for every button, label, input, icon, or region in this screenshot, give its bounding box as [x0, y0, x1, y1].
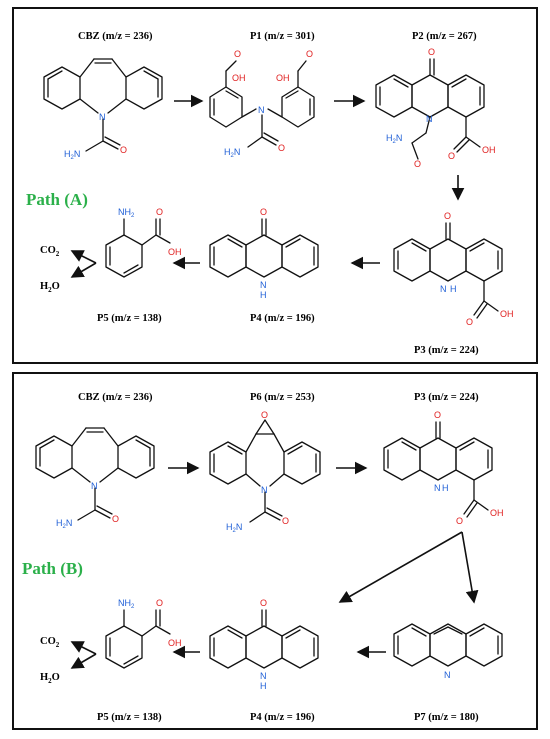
- path-a-panel: CBZ (m/z = 236) P1 (m/z = 301) P2 (m/z =…: [12, 7, 538, 364]
- arrow-p3-to-p7: [461, 531, 479, 604]
- p6-o-atom: O: [282, 516, 289, 526]
- p4-o-atom: O: [260, 207, 267, 217]
- p5-nh2-atom: NH2: [118, 207, 135, 219]
- p1-label: P1 (m/z = 301): [250, 31, 315, 42]
- cbz-b-n-atom: N: [91, 481, 98, 491]
- p2-o3-atom: O: [448, 151, 455, 161]
- p1-o2-atom: O: [306, 49, 313, 59]
- p2-h2n-atom: H2N: [386, 133, 402, 145]
- p4-n-atom: N: [260, 280, 267, 290]
- p2-label: P2 (m/z = 267): [412, 31, 477, 42]
- p1-oh1-atom: OH: [232, 73, 246, 83]
- p3-nh-atom: N: [440, 284, 447, 294]
- p1-o1-atom: O: [234, 49, 241, 59]
- p3-b-structure: [383, 421, 493, 518]
- p7-label: P7 (m/z = 180): [414, 712, 479, 723]
- p4-label: P4 (m/z = 196): [250, 313, 315, 324]
- cbz-b-label: CBZ (m/z = 236): [78, 392, 153, 403]
- p4-b-o-atom: O: [260, 598, 267, 608]
- cbz-b-structure: [35, 427, 155, 521]
- p3-b-o2-atom: O: [456, 516, 463, 526]
- p3-b-label: P3 (m/z = 224): [414, 392, 479, 403]
- cbz-label: CBZ (m/z = 236): [78, 31, 153, 42]
- cbz-o-atom: O: [120, 145, 127, 155]
- path-a-title: Path (A): [26, 190, 88, 209]
- co2-b-label: CO2: [40, 636, 60, 649]
- p3-oh-atom: OH: [500, 309, 514, 319]
- cbz-b-h2n-atom: H2N: [56, 518, 72, 530]
- cbz-n-atom: N: [99, 112, 106, 122]
- arrow-to-h2o-b: [70, 653, 97, 669]
- p2-n-atom: N: [426, 114, 433, 124]
- p5-b-structure: [105, 609, 171, 669]
- h2o-b-label: H2O: [40, 672, 60, 685]
- p3-b-h-atom: H: [442, 483, 449, 493]
- cbz-h2n-atom: H2N: [64, 149, 80, 161]
- p3-b-o-atom: O: [434, 410, 441, 420]
- p3-h-atom: H: [450, 284, 457, 294]
- cbz-b-o-atom: O: [112, 514, 119, 524]
- p5-oh-atom: OH: [168, 247, 182, 257]
- p6-h2n-atom: H2N: [226, 522, 242, 534]
- p5-label: P5 (m/z = 138): [97, 313, 162, 324]
- p3-structure: [393, 222, 503, 319]
- p6-n-atom: N: [261, 485, 268, 495]
- p4-h-atom: H: [260, 290, 267, 300]
- co2-label: CO2: [40, 245, 60, 258]
- p5-b-o-atom: O: [156, 598, 163, 608]
- p5-structure: [105, 218, 171, 278]
- arrow-to-co2-b: [70, 641, 97, 655]
- p5-b-label: P5 (m/z = 138): [97, 712, 162, 723]
- p1-structure: [209, 60, 315, 148]
- p2-o2-atom: O: [414, 159, 421, 169]
- p3-o2-atom: O: [466, 317, 473, 327]
- p3-b-oh-atom: OH: [490, 508, 504, 518]
- h2o-label: H2O: [40, 281, 60, 294]
- arrow-to-co2: [70, 250, 97, 264]
- p6-epoxide-o-atom: O: [261, 410, 268, 420]
- p2-o-atom: O: [428, 47, 435, 57]
- p3-label: P3 (m/z = 224): [414, 345, 479, 356]
- p3-o-atom: O: [444, 211, 451, 221]
- p7-structure: [393, 623, 503, 667]
- p5-b-oh-atom: OH: [168, 638, 182, 648]
- p1-h2n-atom: H2N: [224, 147, 240, 159]
- p2-oh-atom: OH: [482, 145, 496, 155]
- p5-o-atom: O: [156, 207, 163, 217]
- p2-structure: [375, 58, 485, 160]
- p4-b-structure: [209, 609, 319, 669]
- path-b-diagram: CBZ (m/z = 236) P6 (m/z = 253) P3 (m/z =…: [22, 392, 504, 723]
- p5-b-nh2-atom: NH2: [118, 598, 135, 610]
- p6-label: P6 (m/z = 253): [250, 392, 315, 403]
- cbz-structure: [43, 58, 163, 152]
- arrow-to-h2o: [70, 262, 97, 278]
- p4-b-label: P4 (m/z = 196): [250, 712, 315, 723]
- p4-b-n-atom: N: [260, 671, 267, 681]
- p1-n-atom: N: [258, 105, 265, 115]
- path-b-title: Path (B): [22, 559, 83, 578]
- p4-b-h-atom: H: [260, 681, 267, 691]
- p7-n-atom: N: [444, 670, 451, 680]
- path-b-panel: CBZ (m/z = 236) P6 (m/z = 253) P3 (m/z =…: [12, 372, 538, 730]
- p4-structure: [209, 218, 319, 278]
- p3-b-n-atom: N: [434, 483, 441, 493]
- path-a-diagram: CBZ (m/z = 236) P1 (m/z = 301) P2 (m/z =…: [26, 31, 514, 356]
- p1-oh2-atom: OH: [276, 73, 290, 83]
- p6-structure: [209, 419, 321, 523]
- arrow-p3-to-p4: [338, 531, 463, 603]
- p1-o3-atom: O: [278, 143, 285, 153]
